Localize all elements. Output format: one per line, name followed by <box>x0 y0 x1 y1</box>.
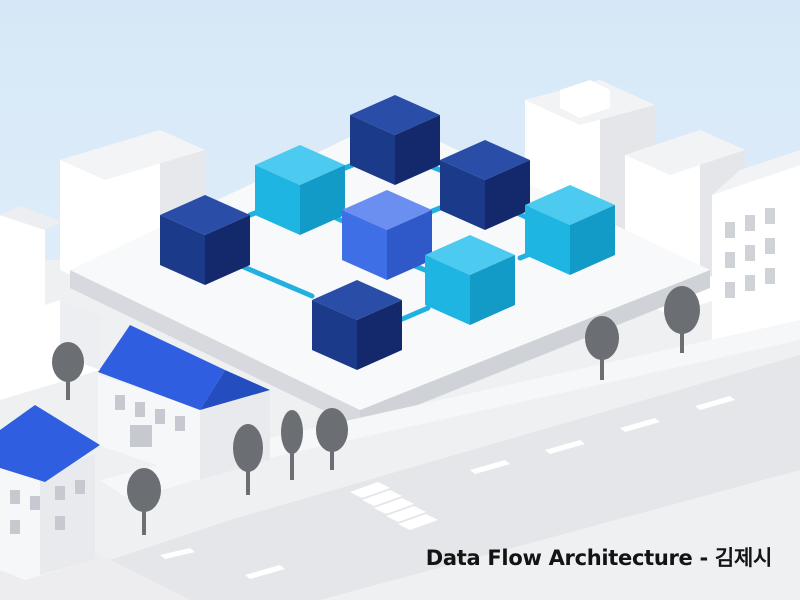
cube-cyan-upper-left <box>255 145 345 235</box>
cube-network <box>160 95 615 370</box>
road-main <box>0 355 800 600</box>
tree-front-4 <box>316 408 348 470</box>
cube-cyan-lower <box>425 235 515 325</box>
cube-cyan-right <box>525 185 615 275</box>
caption-text: Data Flow Architecture - 김제시 <box>425 546 773 570</box>
sidewalk <box>100 320 800 500</box>
tree-front-1 <box>127 468 161 535</box>
crosswalk <box>350 482 438 530</box>
cube-navy-upper-right <box>440 140 530 230</box>
cube-navy-top <box>350 95 440 185</box>
cube-blue-center <box>342 190 432 280</box>
cube-navy-bottom <box>312 280 402 370</box>
trees <box>52 286 700 535</box>
tree-right-2 <box>664 286 700 353</box>
tree-front-3 <box>281 410 303 480</box>
tree-right-1 <box>585 316 619 380</box>
tree-front-2 <box>233 424 263 495</box>
house-left-front <box>0 405 100 580</box>
tree-left-1 <box>52 342 84 400</box>
cube-navy-left <box>160 195 250 285</box>
building-far-right <box>712 150 800 355</box>
